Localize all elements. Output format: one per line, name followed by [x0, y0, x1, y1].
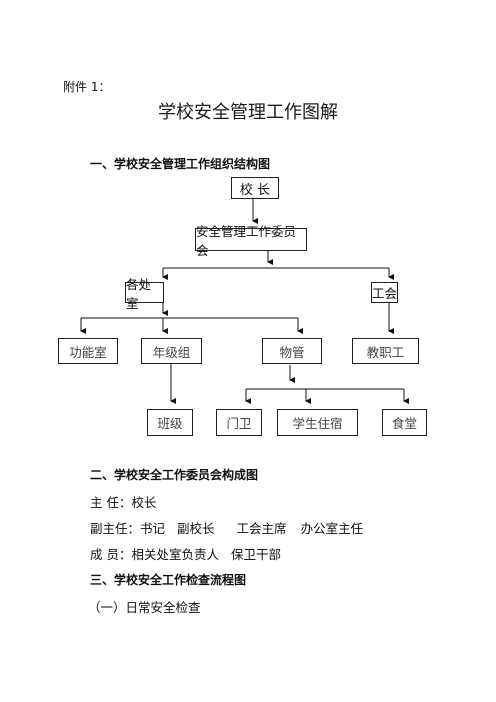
box-functional-room: 功能室 [58, 338, 118, 364]
members-row: 成 员：相关处室负责人保卫干部 [90, 544, 281, 563]
members-label: 成 员： [90, 547, 132, 562]
page-title: 学校安全管理工作图解 [158, 102, 338, 123]
deputy-secretary: 书记 [140, 521, 166, 536]
section-1-heading: 一、学校安全管理工作组织结构图 [90, 157, 271, 171]
box-committee: 安全管理工作委员会 [195, 224, 307, 258]
members-security-staff: 保卫干部 [231, 547, 282, 562]
deputy-vice-principal: 副校长 [177, 521, 215, 536]
box-staff: 教职工 [352, 338, 419, 364]
box-student-dorm: 学生住宿 [277, 409, 358, 436]
deputy-label: 副主任： [90, 521, 141, 536]
box-class: 班级 [147, 409, 193, 436]
box-principal: 校 长 [231, 177, 279, 199]
director-value: 校长 [131, 495, 157, 510]
section-2-heading: 二、学校安全工作委员会构成图 [90, 468, 259, 482]
box-union: 工会 [371, 282, 398, 303]
deputy-row: 副主任：书记副校长 工会主席办公室主任 [90, 518, 363, 537]
deputy-union-chair: 工会主席 [236, 521, 287, 536]
section-3-heading: 三、学校安全工作检查流程图 [90, 573, 247, 587]
deputy-office-director: 办公室主任 [300, 521, 364, 536]
director-label: 主 任： [90, 495, 132, 510]
box-offices: 各处室 [125, 277, 164, 311]
members-dept-heads: 相关处室负责人 [131, 547, 219, 562]
section-3-sub-1: （一）日常安全检查 [88, 600, 201, 615]
attachment-label: 附件 1： [63, 80, 111, 94]
box-property-mgmt: 物管 [262, 338, 322, 364]
box-grade-group: 年级组 [141, 338, 202, 364]
box-canteen: 食堂 [382, 409, 427, 436]
director-row: 主 任：校长 [90, 492, 157, 511]
box-gate-guard: 门卫 [216, 409, 262, 436]
